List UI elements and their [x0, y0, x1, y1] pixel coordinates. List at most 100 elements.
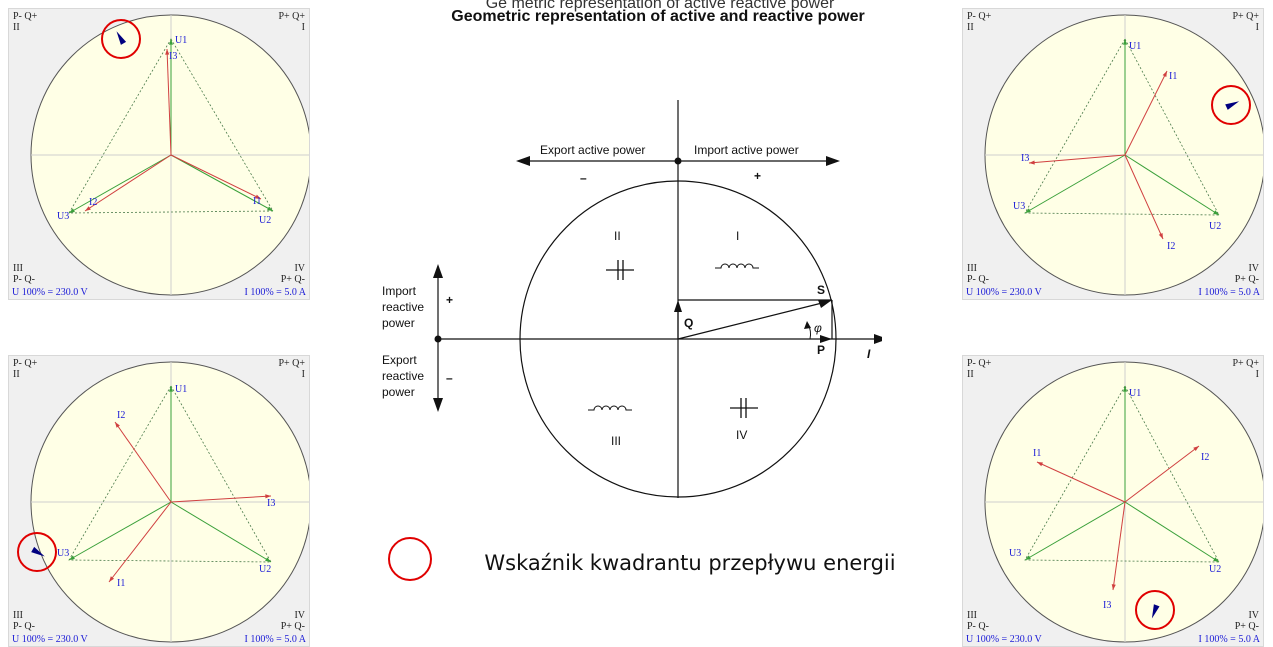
current-vector-2-arrow — [1158, 233, 1163, 239]
voltage-vector-1-arrow — [168, 39, 174, 45]
voltage-vector-2-arrow — [1213, 557, 1219, 562]
quadrant-label-top-left: P- Q+II — [967, 11, 991, 33]
quadrant-label-bottom-right-line-2: P+ Q- — [280, 621, 305, 632]
current-vector-2-arrow — [1193, 446, 1199, 452]
phi-label: φ — [814, 321, 822, 335]
voltage-scale-label: U 100% = 230.0 V — [12, 287, 88, 298]
current-label-i2: I2 — [1167, 241, 1175, 252]
export-reactive-label-2: reactive — [382, 369, 424, 383]
current-vector-1-arrow — [165, 49, 170, 55]
quadrant-label-top-left-line-1: P- Q+ — [967, 11, 992, 22]
quadrant-label-bottom-right-line-2: P+ Q- — [1234, 621, 1259, 632]
current-vector-2 — [1124, 154, 1164, 240]
quadrant-label-bottom-right-line-2: P+ Q- — [1234, 274, 1259, 285]
current-vector-3-arrow — [85, 206, 91, 211]
voltage-vector-2 — [1124, 501, 1220, 563]
voltage-vector-2-arrow — [267, 206, 273, 211]
quadrant-indicator-highlight — [101, 19, 141, 59]
current-vector-3-arrow — [1029, 160, 1035, 165]
active-minus-sign: – — [580, 171, 587, 185]
current-vector-2 — [1124, 445, 1200, 503]
quadrant-label-bottom-left-line-2: P- Q- — [13, 274, 35, 285]
quadrant-label-bottom-left-line-2: P- Q- — [967, 621, 989, 632]
voltage-vector-2-arrow — [1213, 210, 1219, 215]
voltage-label-u2: U2 — [1209, 564, 1221, 575]
quadrant-label-top-left-line-1: P- Q+ — [967, 358, 992, 369]
current-label-i1: I1 — [253, 196, 261, 207]
current-vector-1-arrow — [115, 422, 120, 428]
quadrant-III-label: III — [611, 434, 621, 448]
quadrant-label-bottom-right-line-2: P+ Q- — [280, 274, 305, 285]
current-vector-1 — [114, 421, 172, 503]
current-label-i3: I3 — [1021, 153, 1029, 164]
voltage-label-u2: U2 — [1209, 221, 1221, 232]
quadrant-indicator-needle — [116, 31, 127, 45]
current-vector-1-arrow — [1162, 71, 1167, 77]
voltage-scale-label: U 100% = 230.0 V — [966, 287, 1042, 298]
quadrant-label-bottom-left-line-1: III — [13, 610, 23, 621]
current-scale-label: I 100% = 5.0 A — [244, 287, 306, 298]
current-vector-1 — [1124, 70, 1168, 156]
import-active-arrow — [826, 156, 840, 166]
quadrant-label-top-right-line-2: I — [301, 22, 305, 33]
voltage-vector-3-arrow — [1025, 208, 1031, 213]
export-active-label: Export active power — [540, 143, 645, 157]
import-reactive-label-2: reactive — [382, 300, 424, 314]
quadrant-label-top-left-line-1: P- Q+ — [13, 11, 38, 22]
i-axis-label: I — [867, 347, 871, 361]
quadrant-label-bottom-right-line-1: IV — [294, 610, 305, 621]
capacitor-icon-q4 — [730, 398, 758, 418]
import-reactive-label-1: Import — [382, 284, 417, 298]
voltage-vector-3 — [68, 154, 172, 214]
quadrant-label-top-right: P+ Q+I — [1232, 358, 1259, 380]
s-vector — [677, 301, 827, 340]
reactive-plus-sign: + — [446, 293, 453, 307]
current-vector-3-arrow — [1111, 584, 1116, 590]
quadrant-label-top-left: P- Q+II — [13, 11, 37, 33]
voltage-vector-1-arrow — [1122, 39, 1128, 45]
voltage-label-u3: U3 — [57, 211, 69, 222]
quadrant-label-bottom-right-line-1: IV — [1248, 610, 1259, 621]
current-vector-3 — [108, 501, 172, 583]
quadrant-label-top-left: P- Q+II — [13, 358, 37, 380]
voltage-label-u3: U3 — [57, 548, 69, 559]
quadrant-label-top-left-line-1: P- Q+ — [13, 358, 38, 369]
voltage-scale-label: U 100% = 230.0 V — [12, 634, 88, 645]
voltage-vector-3-arrow — [1025, 555, 1031, 560]
quadrant-label-top-left-line-2: II — [13, 22, 20, 33]
active-plus-sign: + — [754, 169, 761, 183]
legend-text: Wskaźnik kwadrantu przepływu energii — [484, 551, 896, 575]
voltage-label-u1: U1 — [175, 35, 187, 46]
current-label-i2: I2 — [89, 197, 97, 208]
pq-quadrant-diagram: Export active power Import active power … — [382, 100, 882, 498]
current-label-i3: I3 — [1103, 600, 1111, 611]
current-vector-2-arrow — [255, 194, 261, 199]
q-label: Q — [684, 316, 693, 330]
voltage-label-u2: U2 — [259, 215, 271, 226]
current-vector-1 — [166, 48, 172, 156]
current-label-i1: I1 — [1033, 448, 1041, 459]
quadrant-indicator-highlight — [17, 532, 57, 572]
current-vector-2 — [170, 154, 262, 200]
quadrant-label-top-left-line-2: II — [967, 369, 974, 380]
s-vector-arrow — [818, 300, 832, 308]
current-vector-3 — [1028, 154, 1126, 164]
voltage-label-u1: U1 — [175, 384, 187, 395]
current-label-i2: I2 — [117, 410, 125, 421]
quadrant-II-label: II — [614, 229, 621, 243]
quadrant-label-bottom-left-line-2: P- Q- — [13, 621, 35, 632]
voltage-label-u1: U1 — [1129, 388, 1141, 399]
voltage-vector-1-arrow — [168, 386, 174, 392]
phi-arc-arrow — [804, 321, 811, 329]
current-scale-label: I 100% = 5.0 A — [1198, 634, 1260, 645]
quadrant-indicator-needle — [1225, 101, 1240, 110]
import-reactive-arrow — [433, 264, 443, 278]
